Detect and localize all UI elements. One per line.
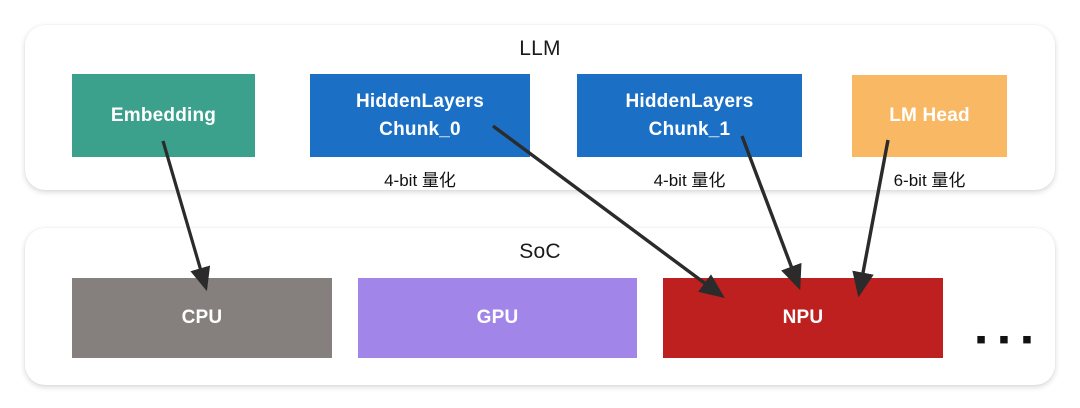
block-hiddenlayers-chunk-0-line1: HiddenLayers (355, 90, 485, 112)
block-lm-head[interactable]: LM Head (852, 75, 1007, 157)
block-hiddenlayers-chunk-1-line1: HiddenLayers (625, 90, 754, 112)
block-npu-label: NPU (782, 307, 824, 329)
quantization-label-chunk-0: 4-bit 量化 (384, 171, 456, 190)
block-gpu[interactable]: GPU (358, 278, 637, 358)
block-npu[interactable]: NPU (663, 278, 943, 358)
quantization-label-chunk-1: 4-bit 量化 (653, 171, 726, 190)
llm-panel-title: LLM (519, 37, 561, 60)
block-cpu[interactable]: CPU (72, 278, 332, 358)
soc-more-units-ellipsis: ▪ ▪ ▪ (975, 323, 1035, 356)
soc-panel-title: SoC (519, 240, 561, 263)
quantization-label-lm-head: 6-bit 量化 (893, 171, 966, 190)
block-hiddenlayers-chunk-0[interactable]: HiddenLayers Chunk_0 (310, 74, 530, 157)
block-hiddenlayers-chunk-1[interactable]: HiddenLayers Chunk_1 (577, 74, 802, 157)
block-embedding[interactable]: Embedding (72, 74, 255, 157)
block-hiddenlayers-chunk-1-line2: Chunk_1 (648, 118, 731, 140)
block-cpu-label: CPU (181, 307, 223, 329)
block-lm-head-label: LM Head (889, 105, 970, 127)
block-hiddenlayers-chunk-0-line2: Chunk_0 (379, 118, 461, 140)
block-embedding-label: Embedding (110, 104, 217, 126)
block-gpu-label: GPU (476, 307, 519, 329)
